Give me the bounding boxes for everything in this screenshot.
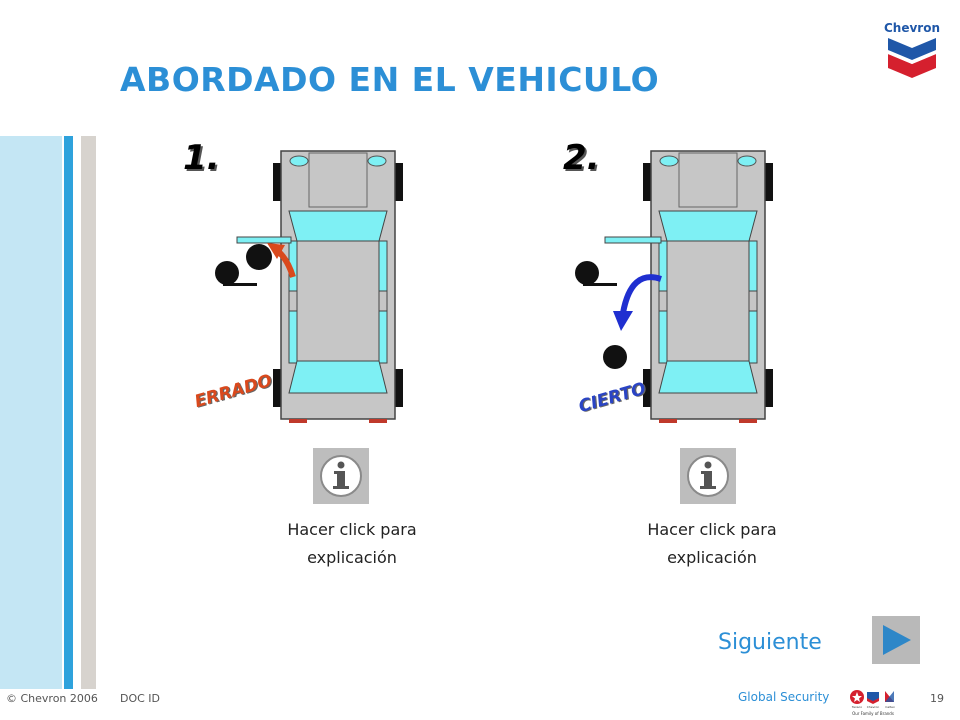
caption-1-line2: explicación xyxy=(307,548,397,567)
car-diagram-wrong xyxy=(215,150,403,423)
caption-2: Hacer click para explicación xyxy=(612,516,812,572)
next-button[interactable] xyxy=(872,616,920,664)
svg-text:Texaco: Texaco xyxy=(851,705,862,709)
info-icon xyxy=(687,455,729,497)
caption-1-line1: Hacer click para xyxy=(287,520,417,539)
page-title: ABORDADO EN EL VEHICULO xyxy=(120,60,660,99)
footer-global-security: Global Security xyxy=(738,690,830,704)
left-decor-bar-blue xyxy=(64,136,73,689)
chevron-logo: Chevron xyxy=(884,21,940,78)
info-button-2[interactable] xyxy=(680,448,736,504)
caption-2-line2: explicación xyxy=(667,548,757,567)
left-decor-bar-light xyxy=(0,136,62,689)
car-diagram-right xyxy=(575,150,773,423)
page-number: 19 xyxy=(930,692,944,705)
left-decor-bar-gray xyxy=(81,136,96,689)
caption-2-line1: Hacer click para xyxy=(647,520,777,539)
footer-doc-id: DOC ID xyxy=(120,692,161,705)
info-button-1[interactable] xyxy=(313,448,369,504)
step-number-2: 2. xyxy=(563,138,600,178)
play-arrow-icon xyxy=(883,625,911,655)
logo-text: Chevron xyxy=(884,21,940,35)
next-link[interactable]: Siguiente xyxy=(718,630,822,655)
svg-text:Our Family of Brands: Our Family of Brands xyxy=(852,711,894,716)
step-number-1: 1. xyxy=(183,138,220,178)
svg-text:Chevron: Chevron xyxy=(867,705,880,709)
svg-text:Caltex: Caltex xyxy=(885,705,895,709)
caption-1: Hacer click para explicación xyxy=(252,516,452,572)
info-icon xyxy=(320,455,362,497)
brands-logos: Texaco Chevron Caltex Our Family of Bran… xyxy=(850,690,895,716)
footer-copyright: © Chevron 2006 xyxy=(6,692,98,705)
